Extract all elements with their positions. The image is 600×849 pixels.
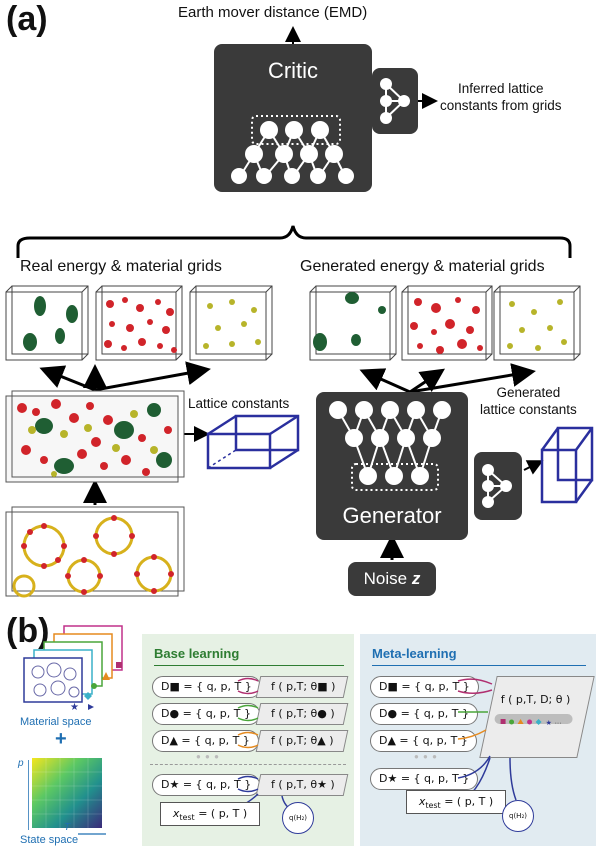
generator-network-icon <box>329 401 451 491</box>
meta-arrows <box>457 678 517 803</box>
x-test-subscript: test <box>425 801 441 811</box>
x-test-subscript: test <box>179 813 195 823</box>
critic-network-icon <box>231 115 354 184</box>
small-network-icon <box>482 464 512 508</box>
generated-grids-label: Generated energy & material grids <box>300 258 545 275</box>
generator-box: Generator <box>316 392 468 540</box>
generated-lattice-line-2: lattice constants <box>480 402 577 417</box>
state-space-label: State space <box>20 834 79 846</box>
panel-a-label: (a) <box>6 0 48 38</box>
meta-q-output: q(H₂) <box>502 800 534 832</box>
base-learning-panel: Base learning D■ = { q, p, T } f ( p,T; … <box>142 634 354 846</box>
meta-dataset-circle: D● = { q, p, T } <box>370 703 478 725</box>
svg-text:★: ★ <box>70 702 79 713</box>
panel-b-label: (b) <box>6 612 50 650</box>
base-q-output: q(H₂) <box>282 802 314 834</box>
x-test-symbol: x <box>172 807 180 820</box>
plus-sign: + <box>55 728 67 750</box>
x-test-value: = ( p, T ) <box>194 807 248 820</box>
meta-model-box: f ( p,T, D; θ ) ★··· <box>479 676 595 758</box>
real-grids-label: Real energy & material grids <box>20 258 222 275</box>
meta-ellipsis-dots: ● ● ● <box>414 752 438 761</box>
zeolite-structure-image <box>5 506 185 598</box>
grid-cubes-row <box>5 285 581 361</box>
base-learning-title: Base learning <box>154 646 240 661</box>
svg-text:★: ★ <box>546 719 552 727</box>
material-space-label: Material space <box>20 716 92 728</box>
material-space-stack: ★ <box>23 625 123 713</box>
real-energy-grid <box>5 285 89 361</box>
base-dataset-square: D■ = { q, p, T } <box>152 676 261 698</box>
axis-p-label: p <box>18 758 24 769</box>
generator-label: Generator <box>342 503 442 528</box>
base-x-test-box: xtest = ( p, T ) <box>160 802 260 826</box>
state-space-heatmap <box>28 758 106 835</box>
axis-t-label: T <box>64 822 71 833</box>
meta-x-test-box: xtest = ( p, T ) <box>406 790 506 814</box>
noise-box: Noise z <box>348 562 436 596</box>
embedding-markers-icon: ★··· <box>500 719 562 727</box>
lattice-cell-icon <box>206 414 300 470</box>
real-combined-grid <box>5 390 185 483</box>
meta-title-underline <box>372 665 586 666</box>
generated-lattice-line-1: Generated <box>496 385 561 400</box>
inferred-line-1: Inferred lattice <box>458 81 544 96</box>
critic-label: Critic <box>267 58 319 83</box>
small-network-icon <box>380 78 410 124</box>
meta-learning-title: Meta-learning <box>372 646 457 661</box>
base-ellipsis-dots: ● ● ● <box>196 752 220 761</box>
meta-dataset-square: D■ = { q, p, T } <box>370 676 479 698</box>
lattice-constants-label: Lattice constants <box>188 396 290 411</box>
base-dataset-star: D★ = { q, p, T } <box>152 774 261 796</box>
meta-embedding-bar: ★··· <box>494 714 573 727</box>
critic-box: Critic <box>214 44 372 192</box>
meta-dataset-triangle: D▲ = { q, p, T } <box>370 730 477 752</box>
generated-lattice-label: Generated lattice constants <box>480 384 577 418</box>
meta-dataset-star: D★ = { q, p, T } <box>370 768 479 790</box>
inferred-lattice-label: Inferred lattice constants from grids <box>440 80 562 114</box>
base-divider <box>150 764 346 765</box>
svg-text:···: ··· <box>555 720 562 727</box>
emd-label: Earth mover distance (EMD) <box>178 4 368 21</box>
generator-lattice-net-box <box>474 452 522 520</box>
base-title-underline <box>154 665 344 666</box>
base-dataset-triangle: D▲ = { q, p, T } <box>152 730 259 752</box>
x-test-value: = ( p, T ) <box>440 795 494 808</box>
noise-label: Noise <box>363 569 412 588</box>
inferred-line-2: constants from grids <box>440 98 562 113</box>
noise-variable: z <box>411 569 421 588</box>
generated-lattice-cell-icon <box>540 426 594 504</box>
x-test-symbol: x <box>418 795 426 808</box>
lattice-net-box <box>372 68 418 134</box>
base-dataset-circle: D● = { q, p, T } <box>152 703 260 725</box>
meta-learning-panel: Meta-learning D■ = { q, p, T } D● = { q,… <box>360 634 596 846</box>
